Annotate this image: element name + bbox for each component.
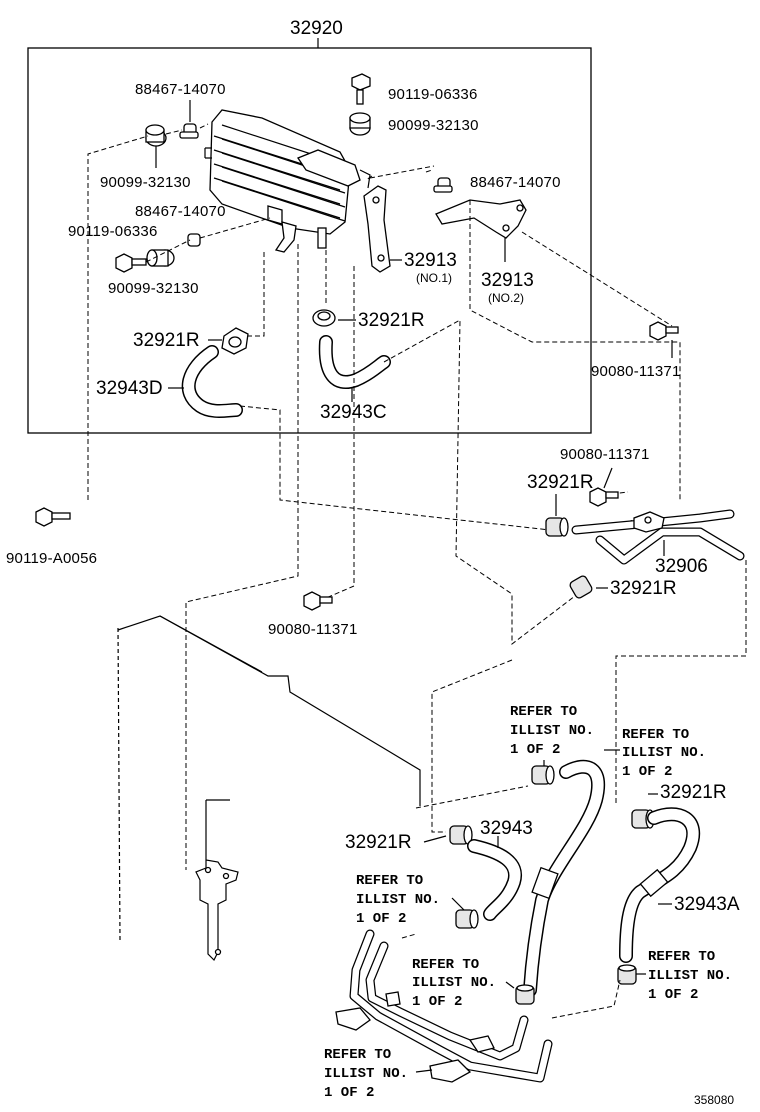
hose-32943c	[318, 335, 391, 389]
pipe-assy-label: 32906	[655, 556, 708, 577]
clamp-right-mid-label: 32921R	[527, 472, 594, 493]
bracket-no1	[363, 185, 391, 273]
svg-text:1 OF 2: 1 OF 2	[356, 911, 406, 927]
svg-text:1 OF 2: 1 OF 2	[412, 994, 462, 1010]
clamp-left-inner-label: 32921R	[133, 330, 200, 351]
hose-d-label: 32943D	[96, 378, 163, 399]
cushion-top	[349, 112, 371, 136]
hose-a-label: 32943A	[674, 894, 740, 915]
grommet-left-top	[179, 123, 199, 139]
cushion-left-top	[145, 124, 167, 147]
svg-text:ILLIST NO.: ILLIST NO.	[412, 975, 496, 991]
svg-text:REFER TO: REFER TO	[510, 704, 577, 720]
svg-text:REFER TO: REFER TO	[622, 727, 689, 743]
refer-1: REFER TO ILLIST NO. 1 OF 2	[510, 704, 594, 758]
svg-text:1 OF 2: 1 OF 2	[510, 742, 560, 758]
refer-3: REFER TO ILLIST NO. 1 OF 2	[356, 873, 440, 927]
svg-text:ILLIST NO.: ILLIST NO.	[356, 892, 440, 908]
grommet-left-mid	[187, 233, 201, 247]
grommet-left-mid-label: 88467-14070	[135, 203, 226, 220]
assembly-frame	[27, 47, 592, 434]
refer-2: REFER TO ILLIST NO. 1 OF 2	[622, 727, 706, 780]
bolt-right-mid-label: 90080-11371	[560, 446, 650, 463]
hose-32943a	[619, 807, 701, 963]
bolt-right-mid	[589, 487, 619, 507]
assy-main-label: 32920	[290, 18, 343, 39]
bolt-far-left-label: 90119-A0056	[6, 550, 97, 567]
grommet-right	[433, 177, 453, 193]
refer-5: REFER TO ILLIST NO. 1 OF 2	[412, 957, 496, 1010]
clamp-left-inner	[221, 327, 249, 355]
clamp-refer-4	[617, 964, 637, 985]
cushion-left-bottom-label: 90099-32130	[108, 280, 199, 297]
bracket-no2	[435, 199, 527, 239]
grommet-left-top-label: 88467-14070	[135, 81, 226, 98]
clamp-top-center	[531, 765, 555, 785]
bolt-center-lower	[303, 591, 333, 611]
svg-text:ILLIST NO.: ILLIST NO.	[622, 745, 706, 761]
clamp-right-mid	[545, 517, 569, 537]
clamp-bottom-left	[449, 825, 473, 845]
bolt-top-label: 90119-06336	[388, 86, 478, 103]
clamp-refer-3	[455, 909, 479, 929]
bolt-far-left	[35, 507, 71, 527]
pipe-assy-32906	[571, 509, 745, 565]
clamp-right-lower-label: 32921R	[610, 578, 677, 599]
cushion-left-top-label: 90099-32130	[100, 174, 191, 191]
cushion-top-label: 90099-32130	[388, 117, 479, 134]
svg-text:1 OF 2: 1 OF 2	[648, 987, 698, 1003]
svg-text:REFER TO: REFER TO	[324, 1047, 391, 1063]
clamp-center-inner	[312, 309, 336, 327]
bracket-no1-sub: (NO.1)	[416, 271, 452, 285]
clamp-refer-5	[515, 984, 535, 1005]
bolt-left-mid-label: 90119-06336	[68, 223, 158, 240]
clamp-center-inner-label: 32921R	[358, 310, 425, 331]
svg-text:ILLIST NO.: ILLIST NO.	[648, 968, 732, 984]
refer-4: REFER TO ILLIST NO. 1 OF 2	[648, 949, 732, 1003]
svg-text:1 OF 2: 1 OF 2	[324, 1085, 374, 1101]
bolt-center-lower-label: 90080-11371	[268, 621, 358, 638]
oil-cooler	[204, 109, 371, 253]
clamp-bottom-right-label: 32921R	[660, 782, 727, 803]
illustration-code: 358080	[694, 1093, 734, 1107]
svg-text:ILLIST NO.: ILLIST NO.	[324, 1066, 408, 1082]
bolt-right-inner	[649, 321, 679, 341]
hose-main-label: 32943	[480, 818, 533, 839]
bolt-right-inner-label: 90080-11371	[591, 363, 681, 380]
hose-32943	[467, 839, 523, 921]
grommet-right-label: 88467-14070	[470, 174, 561, 191]
bracket-no1-label: 32913	[404, 250, 457, 271]
clamp-right-lower	[569, 575, 593, 599]
refer-6: REFER TO ILLIST NO. 1 OF 2	[324, 1047, 408, 1101]
svg-text:ILLIST NO.: ILLIST NO.	[510, 723, 594, 739]
svg-text:1 OF 2: 1 OF 2	[622, 764, 672, 780]
lower-pipe-assembly	[335, 929, 553, 1083]
hose-c-label: 32943C	[320, 402, 387, 423]
svg-text:REFER TO: REFER TO	[412, 957, 479, 973]
bracket-no2-sub: (NO.2)	[488, 291, 524, 305]
hose-long	[523, 759, 605, 997]
clamp-bottom-left-label: 32921R	[345, 832, 412, 853]
bolt-left-mid	[115, 253, 147, 273]
cushion-left-bottom	[146, 249, 175, 267]
radiator-outline	[117, 615, 421, 962]
hose-32943d	[181, 345, 243, 418]
svg-text:REFER TO: REFER TO	[356, 873, 423, 889]
svg-text:REFER TO: REFER TO	[648, 949, 715, 965]
bolt-top	[351, 73, 371, 105]
bracket-no2-label: 32913	[481, 270, 534, 291]
